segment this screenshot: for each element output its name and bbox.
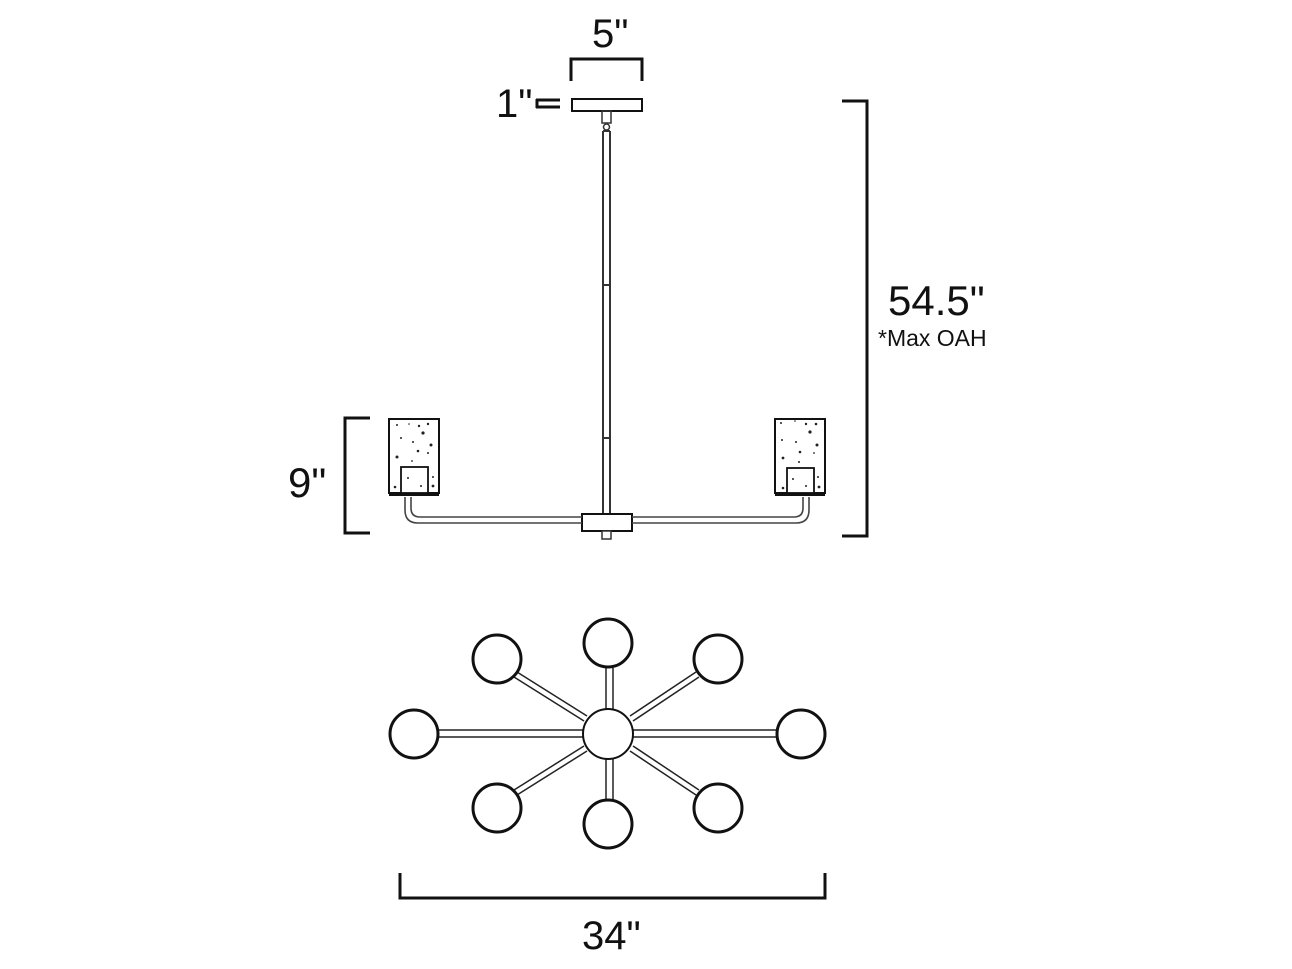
shade-top-left: [471, 633, 523, 685]
canopy-height-label: 1": [496, 82, 533, 126]
shade-bottom: [582, 798, 634, 850]
shade-height-label: 9": [288, 459, 327, 506]
canopy-hook: [601, 110, 612, 131]
top-view: [388, 617, 827, 850]
overall-height-bracket: [842, 99, 869, 538]
canopy-height-marker: [535, 98, 560, 109]
shade-right: [775, 708, 827, 760]
overall-height-label: 54.5": [888, 277, 985, 324]
right-shade: [774, 418, 826, 496]
shade-top: [582, 617, 634, 669]
left-shade: [388, 418, 440, 496]
overall-width-label: 34": [582, 914, 641, 958]
overall-width-bracket: [398, 873, 827, 900]
center-hub-side: [581, 513, 633, 532]
top-view-center-hub: [582, 708, 634, 760]
overall-height-note: *Max OAH: [878, 325, 987, 351]
arms-side: [404, 497, 810, 524]
top-view-shades: [388, 617, 827, 850]
canopy-width-label: 5": [592, 12, 629, 56]
shade-bottom-right: [692, 782, 744, 834]
shade-height-bracket: [343, 416, 370, 535]
hub-finial: [601, 530, 612, 540]
shade-top-right: [692, 633, 744, 685]
shade-bottom-left: [471, 782, 523, 834]
canopy: [571, 98, 643, 112]
shade-left: [388, 708, 440, 760]
downrod: [602, 130, 611, 514]
canopy-width-bracket: [569, 57, 644, 81]
top-view-arms: [439, 668, 776, 800]
